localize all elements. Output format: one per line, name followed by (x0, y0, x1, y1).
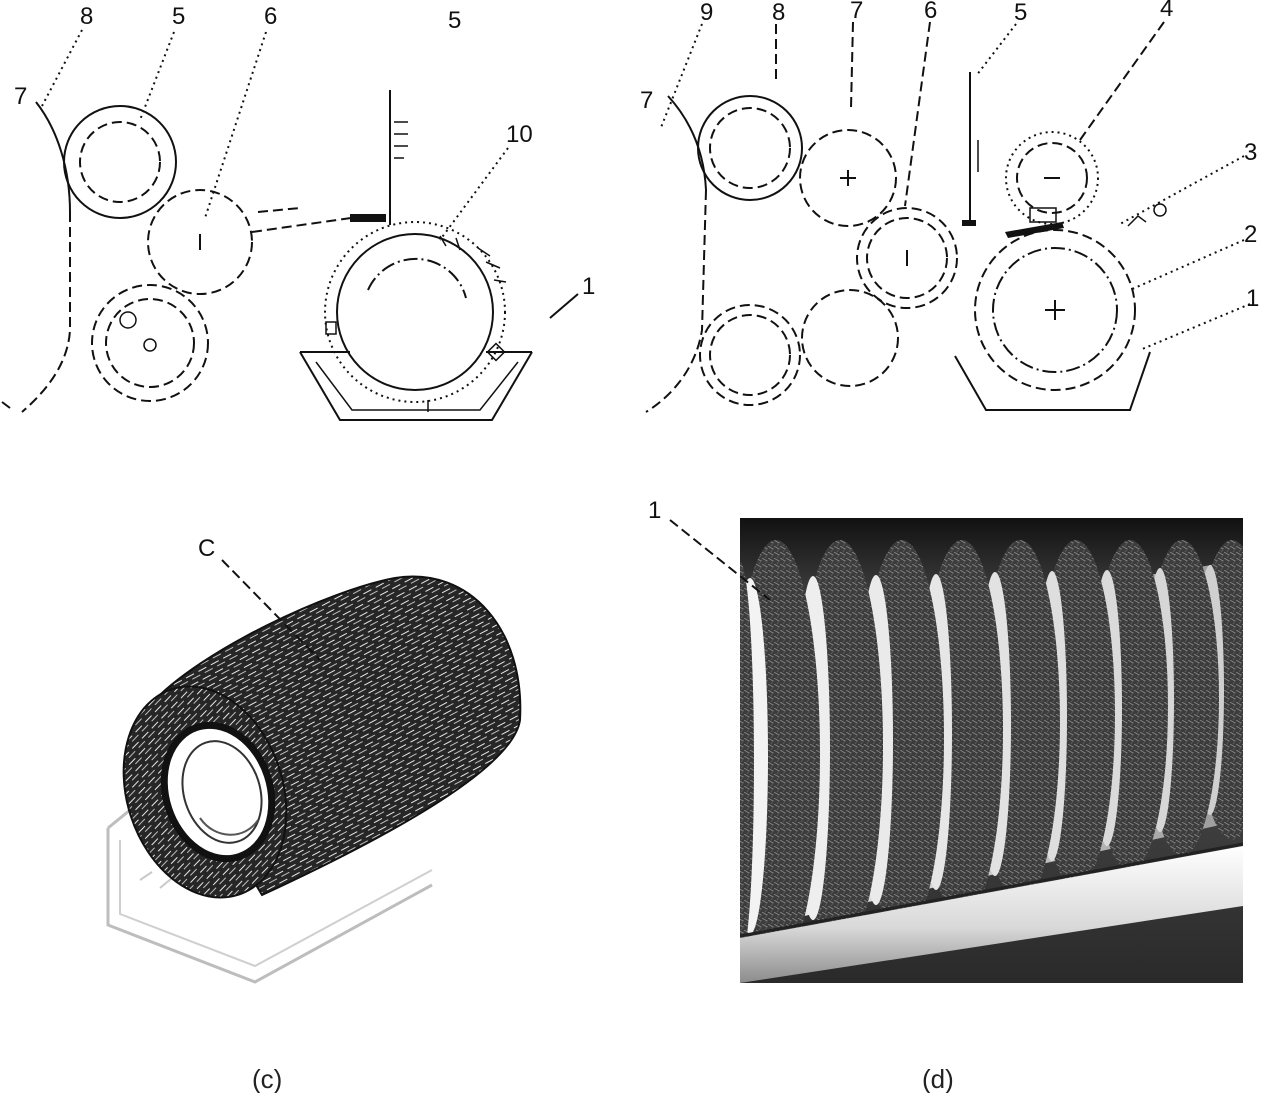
roller-outer (697, 95, 803, 201)
part-label: 1 (648, 497, 661, 524)
ink-trough-inner (315, 361, 519, 411)
trough-marker (486, 342, 506, 362)
panel-caption: (c) (252, 1064, 282, 1093)
roller-outer (699, 304, 801, 406)
roller-inner (105, 298, 195, 388)
roller-hub (143, 338, 157, 352)
scraper-spring (1127, 215, 1147, 227)
part-label: 8 (80, 3, 93, 30)
leader-line (1129, 239, 1245, 291)
part-label: 7 (850, 0, 863, 24)
part-label: 1 (582, 273, 595, 300)
roller-outer (856, 207, 958, 309)
part-label: 6 (264, 3, 277, 30)
plus-mark (1045, 300, 1065, 320)
part-label: 4 (1160, 0, 1173, 22)
frame-tick (1, 401, 11, 409)
panel-c-brush-illustration: C (c) (106, 535, 522, 1093)
part-label: 7 (640, 87, 653, 114)
roller-hub (119, 311, 137, 329)
frame-curve (667, 95, 707, 191)
part-label: 10 (506, 121, 533, 148)
roller-inner (866, 217, 948, 299)
part-label: 3 (1244, 139, 1257, 166)
roller-inner (79, 121, 161, 203)
leader-line (221, 559, 321, 661)
part-label: 7 (14, 83, 27, 110)
leader-line (850, 21, 854, 109)
leader-line (659, 23, 703, 131)
scraper-pivot (1153, 203, 1167, 217)
plate-cylinder-core (992, 247, 1118, 373)
leader-line (139, 31, 175, 121)
part-label: 2 (1244, 221, 1257, 248)
brush-roller-core (367, 257, 467, 299)
scraper-holder (1029, 207, 1057, 223)
lower-roller-edge (740, 842, 1243, 938)
panel-b-schematic: 9 8 7 6 5 4 7 3 2 1 (640, 0, 1259, 413)
frame-curve (35, 101, 71, 213)
leader-line (975, 23, 1017, 77)
leader-line (1079, 21, 1165, 141)
roller-outer (63, 105, 177, 219)
part-label: 6 (924, 0, 937, 24)
part-label: 5 (448, 7, 461, 34)
leader-line (41, 29, 83, 107)
brush-roller-bristles (324, 221, 506, 403)
trough-marker (325, 321, 337, 335)
part-label: 8 (772, 0, 785, 26)
plate-cylinder (974, 229, 1136, 391)
ink-trough (954, 351, 1151, 411)
part-label: 1 (1246, 285, 1259, 312)
base-plate (106, 808, 433, 984)
part-label: 5 (1014, 0, 1027, 26)
lower-roller (740, 846, 1243, 983)
blade-ticks (394, 121, 408, 159)
leader-line (204, 31, 267, 219)
roller-outer (91, 284, 209, 402)
frame-curve-dashed (21, 212, 71, 413)
plus-mark (840, 170, 856, 186)
blade-tip (350, 214, 386, 222)
part-label: C (198, 535, 215, 562)
panel-caption: (d) (922, 1064, 954, 1093)
part-label: 5 (172, 3, 185, 30)
brush-hub-inner (181, 740, 263, 844)
leader-line (549, 293, 579, 319)
frame-curve-dashed (645, 189, 707, 413)
brush-roller (336, 233, 494, 391)
leader-line (1119, 155, 1245, 225)
leader-line (904, 21, 931, 207)
blade-tip (962, 220, 976, 226)
distributor-roller (799, 129, 897, 227)
brush-rings (740, 540, 1243, 968)
panel-a-schematic: 8 5 6 5 7 10 1 (1, 3, 595, 421)
transfer-roller (801, 289, 899, 387)
cleaning-brush (1016, 142, 1088, 214)
connector-dashed (257, 207, 301, 213)
hub-shading (199, 817, 259, 836)
ink-trough (299, 351, 533, 421)
roller-inner (709, 107, 791, 189)
transfer-roller (147, 189, 253, 295)
connector-dashed (251, 216, 359, 233)
scraper-blade (1005, 222, 1064, 238)
leader-line (1139, 303, 1251, 351)
part-label: 9 (700, 0, 713, 26)
leader-line (439, 147, 509, 241)
panel-d-brush-photo: 1 (d) (648, 497, 1243, 1093)
leader-line (669, 519, 771, 601)
roller-inner (709, 314, 791, 396)
bristle-hatch (439, 235, 507, 283)
